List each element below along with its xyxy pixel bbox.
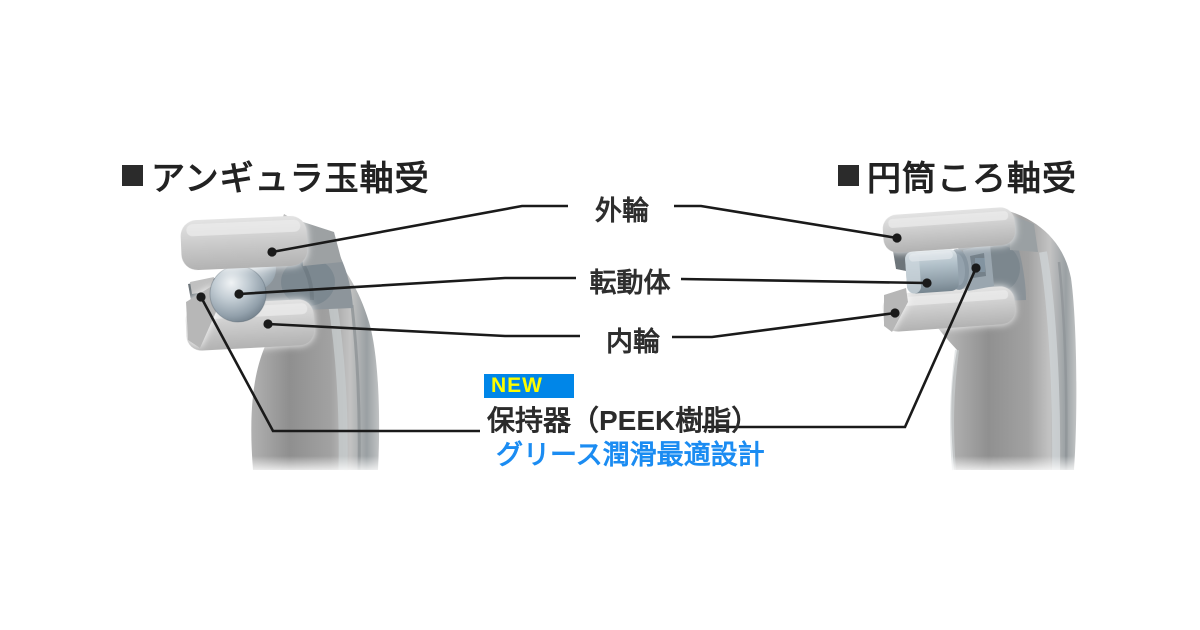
- rolling-element-label: 転動体: [589, 268, 671, 298]
- dot-rolling-element-left: [234, 289, 244, 299]
- left-bearing-title: アンギュラ玉軸受: [122, 151, 430, 200]
- dot-inner-ring-left: [263, 319, 273, 329]
- leader-cage-right: [702, 267, 978, 429]
- left-ring-bore-edge: [350, 304, 361, 471]
- leader-lines: [199, 204, 978, 433]
- right-roller: [905, 249, 970, 294]
- leader-inner-ring-right: [672, 311, 896, 339]
- leader-outer-ring-right: [674, 204, 898, 240]
- left-raceway-shadow: [281, 258, 335, 306]
- right-ring-bore-edge: [1057, 261, 1068, 471]
- dot-outer-ring-left: [267, 247, 277, 257]
- cage-label: 保持器（PEEK樹脂）: [487, 405, 760, 436]
- dot-rolling-element-right: [922, 278, 932, 288]
- leader-dots: [196, 233, 981, 329]
- dot-cage-right: [971, 263, 981, 273]
- title-square-icon: [122, 165, 143, 186]
- left-outer-ring-section: [180, 215, 308, 271]
- right-outer-ring-side-face: [1008, 214, 1038, 252]
- right-bearing-title-text: 円筒ころ軸受: [867, 160, 1077, 198]
- leader-inner-ring-left: [267, 322, 580, 338]
- dot-outer-ring-right: [892, 233, 902, 243]
- dot-inner-ring-right: [890, 308, 900, 318]
- leader-rolling-element-right: [680, 277, 928, 285]
- outer-ring-label: 外輪: [595, 196, 649, 226]
- right-bearing-illustration: [882, 207, 1087, 474]
- right-bearing-title: 円筒ころ軸受: [838, 151, 1077, 200]
- right-outer-ring-section: [882, 207, 1016, 253]
- right-ring-bore-highlight: [1039, 251, 1061, 471]
- right-cage-reflection: [975, 258, 985, 272]
- left-ring-bore-highlight: [327, 299, 348, 471]
- leader-rolling-element-left: [238, 276, 576, 296]
- right-ring-bottom-fade: [942, 456, 1087, 474]
- left-bearing-illustration: [180, 214, 395, 474]
- left-ring-bottom-fade: [235, 456, 395, 474]
- left-bearing-title-text: アンギュラ玉軸受: [151, 160, 430, 198]
- leader-outer-ring-left: [271, 204, 568, 254]
- right-inner-ring-section: [882, 286, 1016, 332]
- leader-cage-left: [199, 296, 480, 433]
- new-badge: NEW: [484, 374, 574, 398]
- inner-ring-label: 内輪: [606, 327, 660, 357]
- left-inner-ring-lip: [186, 286, 216, 348]
- cage-note-label: グリース潤滑最適設計: [496, 440, 765, 470]
- title-square-icon: [838, 165, 859, 186]
- dot-cage-left: [196, 292, 206, 302]
